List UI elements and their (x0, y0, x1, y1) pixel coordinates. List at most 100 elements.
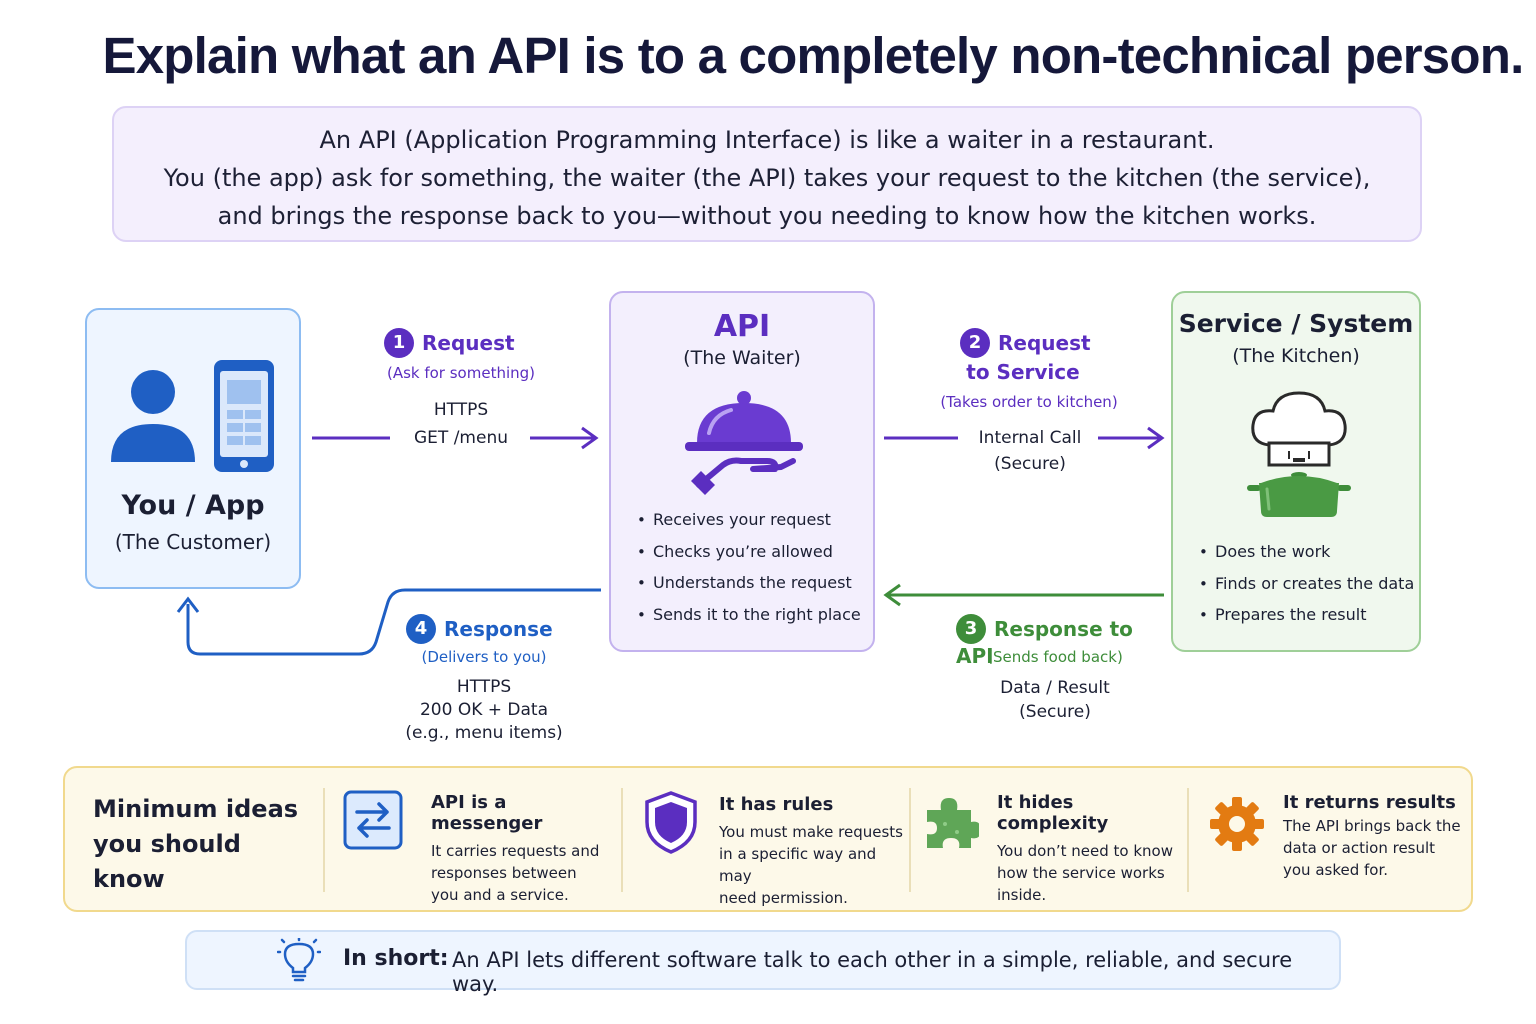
idea-results: It returns results The API brings back t… (1283, 792, 1469, 881)
api-subtitle: (The Waiter) (683, 347, 801, 369)
step-3-note: (Sends food back) (987, 648, 1123, 666)
gear-icon (1210, 797, 1264, 851)
idea-title: API is a messenger (431, 792, 543, 834)
chef-hat-pot-icon (1247, 391, 1351, 517)
step-4-proto-line: (e.g., menu items) (405, 723, 563, 743)
api-title: API (713, 309, 771, 344)
step-3-proto-line: (Secure) (1019, 702, 1091, 722)
api-bullet: Sends it to the right place (637, 599, 861, 631)
arrows-exchange-icon (343, 790, 403, 850)
idea-text-line: You must make requests (719, 823, 903, 841)
step-3-label: Response to API (956, 617, 1133, 668)
idea-title: It hides complexity (997, 792, 1109, 834)
idea-text-line: It carries requests and (431, 842, 600, 860)
idea-text-line: need permission. (719, 889, 848, 907)
service-subtitle: (The Kitchen) (1232, 345, 1360, 367)
step-1-proto-line: GET /menu (414, 428, 508, 448)
step-4-number: 4 (406, 614, 436, 644)
step-2-protocol: Internal Call (Secure) (950, 426, 1110, 476)
idea-text: You don’t need to know how the service w… (997, 840, 1187, 906)
idea-complexity: It hides complexity You don’t need to kn… (997, 792, 1187, 906)
idea-rules: It has rules You must make requests in a… (719, 794, 909, 909)
step-1-number: 1 (384, 328, 414, 358)
step-3-number: 3 (956, 614, 986, 644)
in-short-text: An API lets different software talk to e… (452, 948, 1293, 996)
ideas-heading: Minimum ideas you should know (93, 792, 313, 897)
idea-text-line: data or action result (1283, 839, 1436, 857)
idea-messenger: API is a messenger It carries requests a… (431, 792, 617, 906)
puzzle-icon (927, 798, 979, 848)
step-4-protocol: HTTPS 200 OK + Data (e.g., menu items) (394, 676, 574, 745)
idea-text-line: You don’t need to know (997, 842, 1173, 860)
intro-box: An API (Application Programming Interfac… (112, 106, 1422, 242)
divider (621, 788, 623, 892)
page-title: Explain what an API is to a completely n… (102, 27, 1525, 84)
idea-text: It carries requests and responses betwee… (431, 840, 617, 906)
divider (909, 788, 911, 892)
step-2-number: 2 (960, 328, 990, 358)
intro-line-2: You (the app) ask for something, the wai… (163, 164, 1371, 192)
api-bullet: Receives your request (637, 504, 861, 536)
step-3-proto-line: Data / Result (1000, 678, 1110, 698)
idea-text-line: inside. (997, 886, 1047, 904)
cloche-tray-icon (685, 391, 803, 495)
idea-title: It has rules (719, 794, 834, 815)
idea-text-line: responses between (431, 864, 577, 882)
step-4-proto-line: HTTPS (456, 677, 512, 697)
ideas-heading-line: Minimum ideas (93, 795, 299, 823)
service-card: Service / System (The Kitchen) Does the … (1171, 291, 1421, 652)
step-4-label: Response (444, 617, 553, 641)
lightbulb-icon (277, 938, 321, 982)
api-bullet: Checks you’re allowed (637, 536, 861, 568)
ideas-heading-line: you should know (93, 830, 241, 893)
person-phone-icon (111, 360, 274, 472)
in-short-label: In short: (343, 946, 449, 971)
api-bullet: Understands the request (637, 567, 861, 599)
idea-text-line: how the service works (997, 864, 1165, 882)
idea-title: It returns results (1283, 792, 1456, 813)
arrow-2-request-to-service (884, 426, 1165, 450)
service-bullets: Does the work Finds or creates the data … (1199, 536, 1414, 631)
arrow-4-response (176, 588, 601, 656)
minimum-ideas-panel: Minimum ideas you should know API is a m… (63, 766, 1473, 912)
step-4: 4 Response (406, 614, 556, 644)
in-short-box: In short: An API lets different software… (185, 930, 1341, 996)
service-bullet: Does the work (1199, 536, 1414, 568)
step-1-note: (Ask for something) (386, 364, 536, 382)
divider (1187, 788, 1189, 892)
shield-icon (645, 791, 697, 854)
step-3-protocol: Data / Result (Secure) (976, 676, 1134, 724)
you-app-title: You / App (121, 490, 265, 521)
arrow-3-response-to-api (883, 583, 1164, 607)
api-bullets: Receives your request Checks you’re allo… (637, 504, 861, 630)
step-2-label-2: to Service (966, 360, 1080, 384)
step-2-note: (Takes order to kitchen) (940, 393, 1118, 411)
step-2-proto-line: Internal Call (978, 428, 1082, 448)
idea-text: You must make requests in a specific way… (719, 821, 909, 909)
step-1-protocol: HTTPS GET /menu (380, 398, 542, 450)
idea-text-line: in a specific way and may (719, 845, 877, 885)
intro-line-1: An API (Application Programming Interfac… (319, 126, 1215, 154)
step-2-proto-line: (Secure) (994, 454, 1066, 474)
step-4-proto-line: 200 OK + Data (419, 700, 549, 720)
idea-text-line: The API brings back the (1283, 817, 1461, 835)
intro-line-3: and brings the response back to you—with… (217, 202, 1317, 230)
step-1-label: Request (422, 331, 515, 355)
api-card: API (The Waiter) Receives your request C… (609, 291, 875, 652)
step-2: 2 Request (960, 328, 1120, 358)
service-title: Service / System (1178, 309, 1414, 338)
service-bullet: Prepares the result (1199, 599, 1414, 631)
step-4-note: (Delivers to you) (421, 648, 547, 666)
step-2-label-1: Request (998, 331, 1091, 355)
service-bullet: Finds or creates the data (1199, 568, 1414, 600)
idea-text-line: you and a service. (431, 886, 569, 904)
you-app-subtitle: (The Customer) (114, 530, 272, 554)
idea-text-line: you asked for. (1283, 861, 1389, 879)
idea-text: The API brings back the data or action r… (1283, 815, 1469, 881)
you-app-card: You / App (The Customer) (85, 308, 301, 589)
divider (323, 788, 325, 892)
step-1-proto-line: HTTPS (433, 400, 489, 420)
step-1: 1 Request (384, 328, 554, 358)
